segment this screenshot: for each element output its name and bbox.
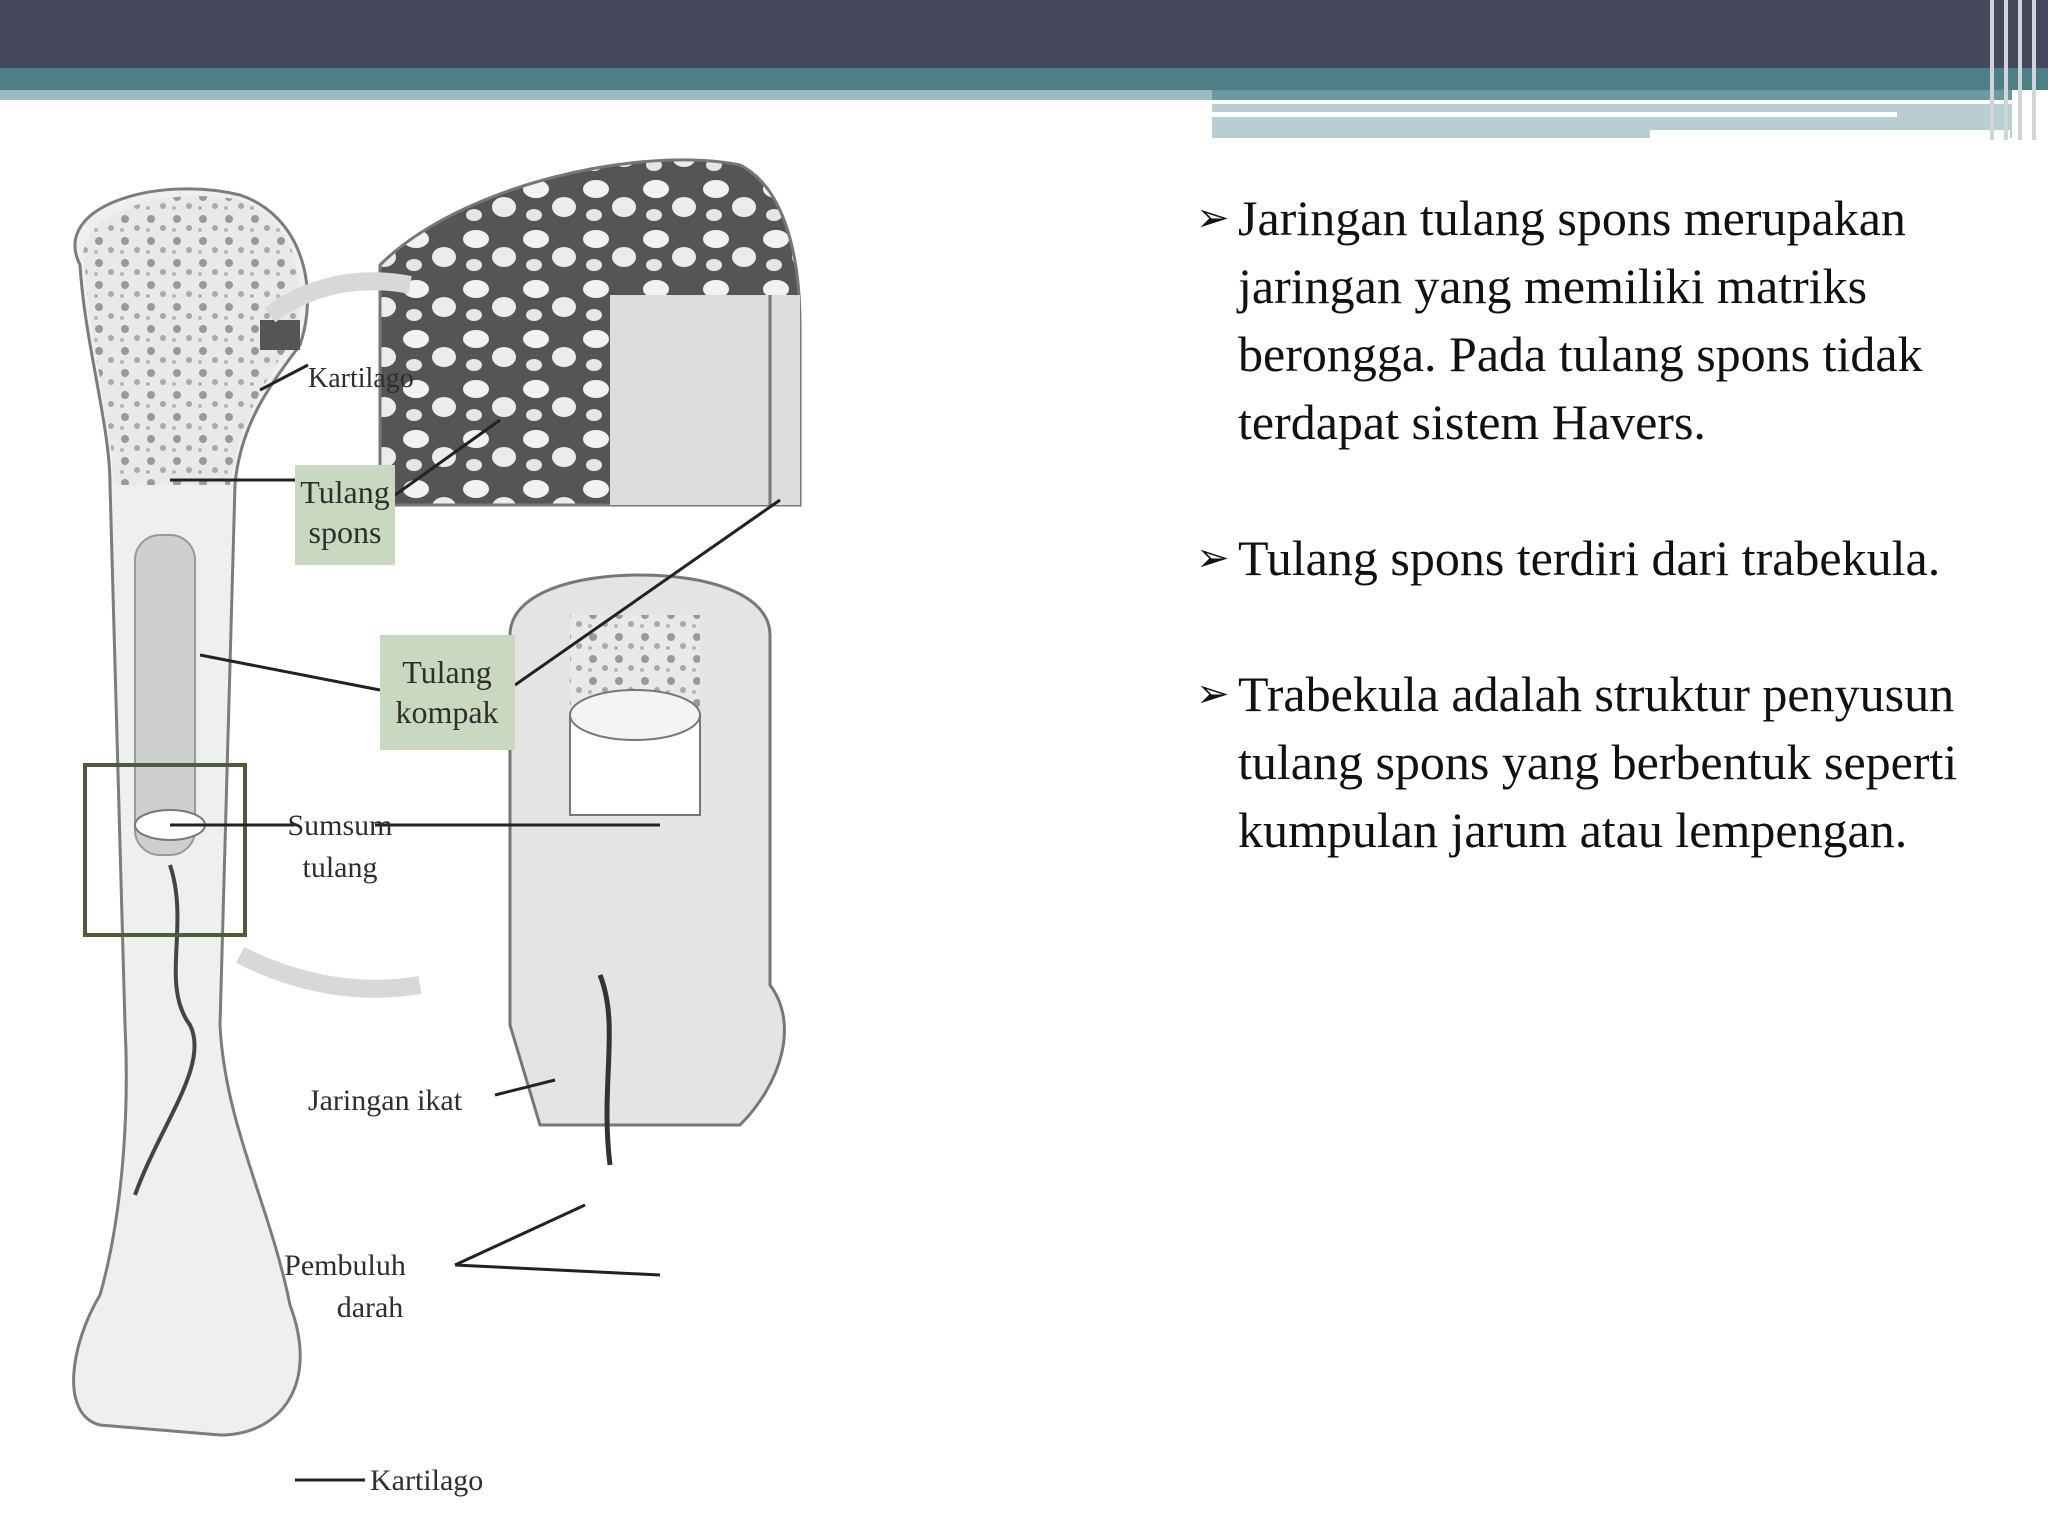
label-kartilago-top: Kartilago bbox=[308, 363, 414, 394]
compact-section-marrow-top bbox=[569, 689, 701, 741]
label-sumsum-2: tulang bbox=[303, 851, 378, 884]
slide-edge-line bbox=[2018, 0, 2022, 140]
bullet-text: Tulang spons terdiri dari trabekula. bbox=[1238, 530, 1941, 586]
label-tulang-spons-2: spons bbox=[309, 514, 382, 550]
label-pembuluh-2: darah bbox=[337, 1291, 404, 1324]
bone-notch bbox=[260, 320, 300, 350]
label-tulang-kompak-1: Tulang bbox=[402, 654, 492, 690]
slide-edge-line bbox=[1990, 0, 1994, 140]
marrow-cavity bbox=[134, 534, 196, 856]
header-band-accent bbox=[1212, 90, 2012, 100]
leader-tulang-kompak-right bbox=[514, 498, 781, 687]
label-box-tulang-spons bbox=[295, 465, 395, 565]
leader-jaringan-ikat bbox=[494, 1078, 556, 1097]
epiphysis-spongy bbox=[83, 196, 300, 485]
bullet-list: ➢ Jaringan tulang spons merupakan jaring… bbox=[1196, 184, 2026, 932]
label-tulang-spons-1: Tulang bbox=[300, 474, 390, 510]
header-band-teal bbox=[0, 68, 2048, 90]
bone-vessel bbox=[133, 864, 197, 1196]
header-band-light bbox=[0, 90, 1212, 100]
label-pembuluh-1: Pembuluh bbox=[284, 1249, 406, 1282]
pointer-arrow-upper bbox=[264, 272, 412, 323]
header-band-dark bbox=[0, 0, 2048, 68]
label-tulang-kompak-2: kompak bbox=[395, 694, 498, 730]
leader-tulang-kompak-left bbox=[199, 653, 381, 692]
pointer-arrow-lower bbox=[235, 946, 422, 998]
slide-edge-line bbox=[2004, 0, 2008, 140]
arrowhead-bullet-icon: ➢ bbox=[1196, 671, 1230, 717]
bone-structure-diagram: Kartilago Tulang spons Tulang kompak Sum… bbox=[72, 158, 802, 1497]
bullet-text: Jaringan tulang spons merupakan jaringan… bbox=[1238, 190, 1923, 450]
header-band-highlight-2 bbox=[1650, 130, 2010, 138]
bullet-text: Trabekula adalah struktur penyusun tulan… bbox=[1238, 666, 1958, 858]
leader-tulang-spons-right bbox=[394, 418, 501, 497]
bullet-item: ➢ Jaringan tulang spons merupakan jaring… bbox=[1196, 184, 2026, 456]
slide-edge-line bbox=[2032, 0, 2036, 140]
leader-kartilago-top bbox=[259, 363, 309, 392]
leader-pembuluh-a bbox=[454, 1203, 586, 1267]
leader-pembuluh-b bbox=[454, 1263, 661, 1277]
compact-section-vessel bbox=[597, 974, 613, 1166]
label-jaringan-ikat: Jaringan ikat bbox=[308, 1084, 463, 1117]
label-box-tulang-kompak bbox=[380, 635, 515, 750]
header-band-highlight bbox=[1212, 112, 1897, 117]
arrowhead-bullet-icon: ➢ bbox=[1196, 535, 1230, 581]
label-kartilago-bottom: Kartilago bbox=[370, 1464, 483, 1497]
bullet-item: ➢ Trabekula adalah struktur penyusun tul… bbox=[1196, 660, 2026, 864]
bullet-item: ➢ Tulang spons terdiri dari trabekula. bbox=[1196, 524, 2026, 592]
label-sumsum-1: Sumsum bbox=[287, 809, 392, 842]
spongy-section-cortex bbox=[610, 295, 800, 505]
arrowhead-bullet-icon: ➢ bbox=[1196, 195, 1230, 241]
zoom-box bbox=[83, 763, 247, 937]
